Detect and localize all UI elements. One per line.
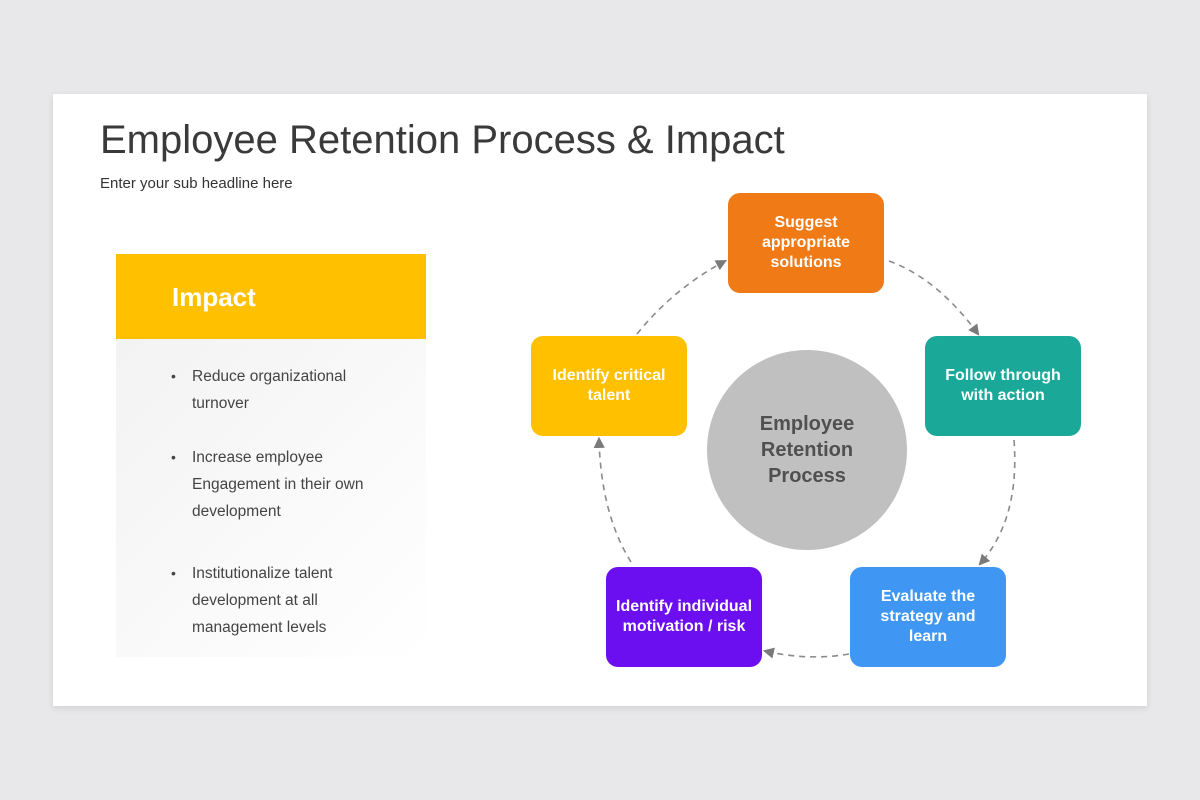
step-evaluate-strategy: Evaluate the strategy and learn	[850, 567, 1006, 667]
step-suggest-solutions: Suggest appropriate solutions	[728, 193, 884, 293]
step-follow-through: Follow through with action	[925, 336, 1081, 436]
step-identify-motivation: Identify individual motivation / risk	[606, 567, 762, 667]
impact-heading: Impact	[172, 282, 256, 312]
step-label: Suggest appropriate solutions	[761, 214, 850, 271]
impact-header: Impact	[116, 254, 426, 339]
arrow-left-to-top	[636, 259, 727, 335]
arrow-top-to-right	[888, 260, 980, 336]
slide-subtitle: Enter your sub headline here	[100, 175, 293, 192]
impact-list: Reduce organizational turnover Increase …	[116, 254, 426, 657]
arrow-bottom-right-to-bottom-left	[762, 647, 850, 659]
step-label: Follow through with action	[945, 367, 1061, 404]
step-label: Identify critical talent	[552, 367, 666, 404]
process-center-label: Employee Retention Process	[759, 413, 855, 487]
slide-title: Employee Retention Process & Impact	[100, 118, 785, 162]
arrow-bottom-left-to-left	[593, 436, 632, 563]
impact-item: Institutionalize talent development at a…	[171, 560, 392, 641]
arrow-right-to-bottom-right	[978, 439, 1016, 566]
step-label: Evaluate the strategy and learn	[880, 588, 976, 645]
process-center-circle: Employee Retention Process	[707, 350, 907, 550]
cycle-arrows	[593, 259, 1016, 659]
step-identify-talent: Identify critical talent	[531, 336, 687, 436]
impact-card: Impact Reduce organizational turnover In…	[116, 254, 426, 657]
step-label: Identify individual motivation / risk	[616, 598, 753, 635]
slide: Employee Retention Process & Impact Ente…	[53, 94, 1147, 706]
impact-item: Reduce organizational turnover	[171, 363, 392, 417]
impact-item: Increase employee Engagement in their ow…	[171, 444, 392, 525]
